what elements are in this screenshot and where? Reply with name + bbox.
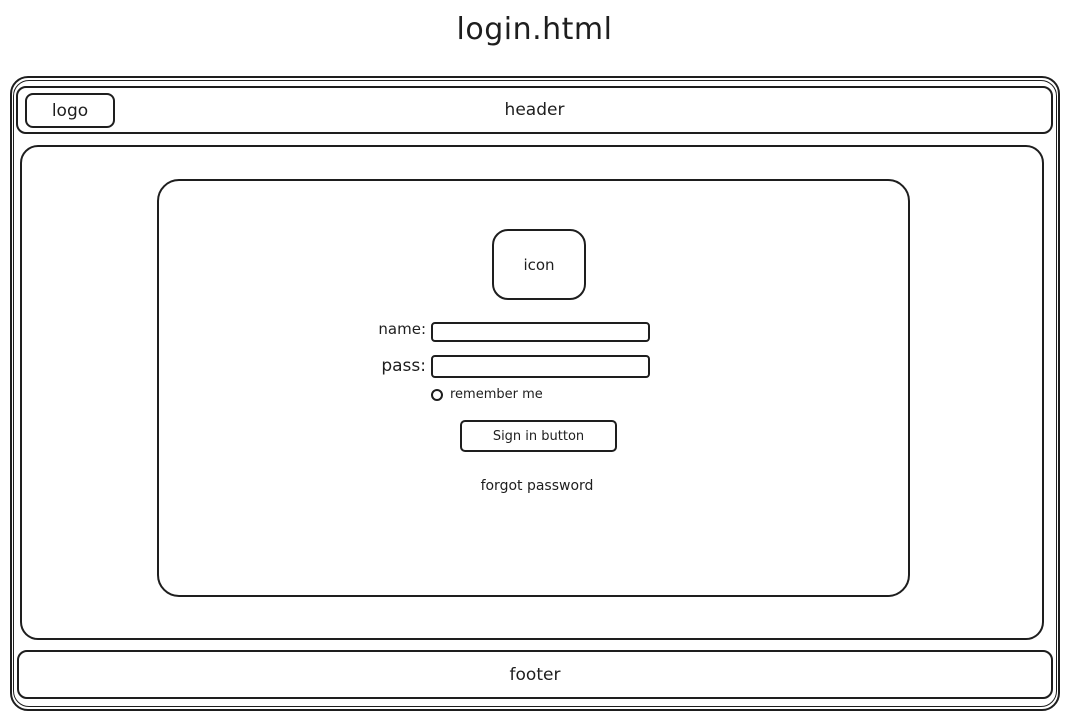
login-icon: icon xyxy=(492,229,586,300)
browser-frame xyxy=(10,76,1060,711)
main-content xyxy=(20,145,1044,640)
footer: footer xyxy=(17,650,1053,699)
pass-input[interactable] xyxy=(431,355,650,378)
forgot-password-link[interactable]: forgot password xyxy=(480,478,594,494)
page-title: login.html xyxy=(456,12,613,47)
login-card xyxy=(157,179,910,597)
browser-frame-inner xyxy=(13,80,1057,707)
name-label: name: xyxy=(378,320,426,338)
footer-label: footer xyxy=(509,664,561,685)
header: header xyxy=(16,86,1053,134)
sign-in-button[interactable]: Sign in button xyxy=(460,420,617,452)
logo[interactable]: logo xyxy=(25,93,115,128)
remember-me-option[interactable]: remember me xyxy=(431,387,543,402)
remember-me-radio[interactable] xyxy=(431,388,443,401)
name-input[interactable] xyxy=(431,322,650,342)
pass-label: pass: xyxy=(381,356,426,376)
header-label: header xyxy=(504,100,565,120)
remember-me-label: remember me xyxy=(450,387,543,402)
